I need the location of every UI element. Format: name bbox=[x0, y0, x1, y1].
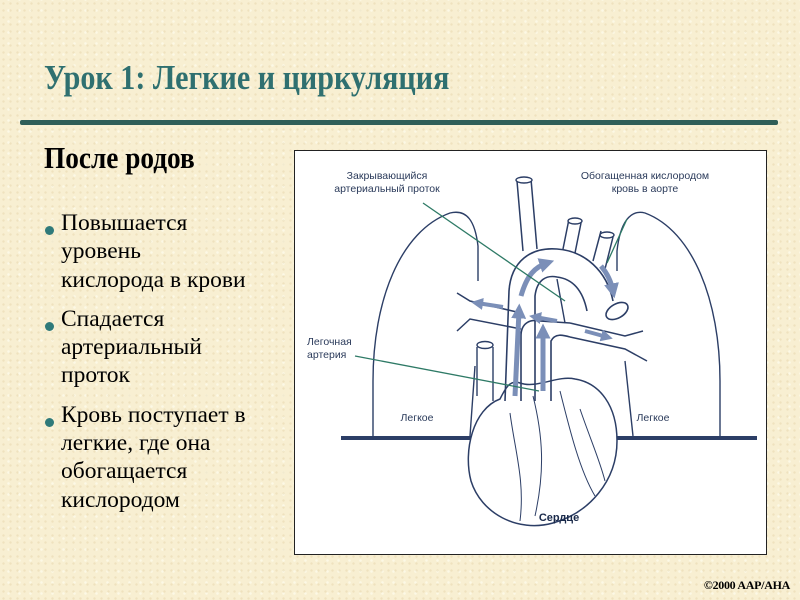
branch-opening bbox=[516, 177, 532, 183]
ductus-arteriosus bbox=[557, 279, 565, 323]
branch-opening bbox=[600, 232, 614, 238]
flow-arrow bbox=[585, 331, 607, 337]
left-lung bbox=[373, 212, 478, 436]
bullet-text: Спадается артериальный проток bbox=[61, 305, 292, 390]
aorta-opening bbox=[603, 299, 631, 323]
label-pa-line1: Легочная bbox=[307, 336, 352, 348]
vena-cava bbox=[477, 347, 493, 401]
branch-opening bbox=[568, 218, 582, 224]
label-heart: Сердце bbox=[539, 512, 579, 524]
right-lung bbox=[617, 212, 720, 436]
leader-line-pa bbox=[355, 356, 539, 391]
vena-cava-opening bbox=[477, 342, 493, 349]
bullet-dot-icon bbox=[45, 226, 54, 235]
bullet-item: Спадается артериальный проток bbox=[42, 305, 292, 390]
label-aorta-line2: кровь в аорте bbox=[612, 183, 679, 195]
aortic-branches bbox=[517, 179, 613, 269]
label-duct-line2: артериальный проток bbox=[334, 183, 440, 195]
label-aorta-line1: Обогащенная кислородом bbox=[581, 170, 709, 182]
bullet-text: Кровь поступает в легкие, где она обогащ… bbox=[61, 401, 292, 514]
label-duct-line1: Закрывающийся bbox=[347, 170, 428, 182]
copyright-notice: ©2000 AAP/AHA bbox=[704, 578, 790, 593]
heart bbox=[468, 378, 617, 525]
bullet-dot-icon bbox=[45, 418, 54, 427]
flow-arrow bbox=[601, 266, 613, 291]
left-pulmonary-branch bbox=[457, 293, 521, 331]
title-divider bbox=[20, 120, 778, 125]
label-lung-left: Легкое bbox=[401, 412, 434, 424]
bullet-dot-icon bbox=[45, 322, 54, 331]
bullet-item: Кровь поступает в легкие, где она обогащ… bbox=[42, 401, 292, 514]
slide-subtitle: После родов bbox=[44, 140, 195, 176]
flow-arrow bbox=[477, 303, 503, 307]
label-pa-line2: артерия bbox=[307, 349, 346, 361]
slide-title: Урок 1: Легкие и циркуляция bbox=[44, 58, 449, 98]
diagram-svg: Закрывающийся артериальный проток Обогащ… bbox=[295, 151, 766, 554]
right-pulmonary-branch bbox=[570, 323, 647, 361]
bullet-item: Повышается уровень кислорода в крови bbox=[42, 209, 292, 294]
label-lung-right: Легкое bbox=[637, 412, 670, 424]
leader-line-duct bbox=[423, 203, 565, 301]
bullet-text: Повышается уровень кислорода в крови bbox=[61, 209, 292, 294]
heart-lung-diagram: Закрывающийся артериальный проток Обогащ… bbox=[294, 150, 767, 555]
bullet-list: Повышается уровень кислорода в крови Спа… bbox=[42, 209, 292, 525]
